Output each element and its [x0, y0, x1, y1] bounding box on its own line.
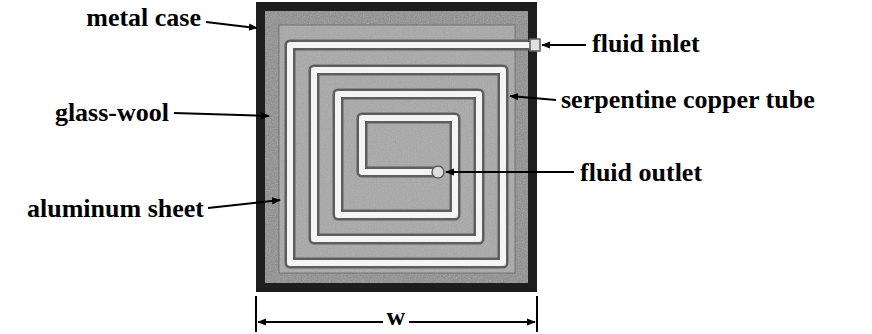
dimension-label: w: [383, 303, 410, 332]
leader-arrow: [510, 96, 556, 100]
leader-arrow: [206, 22, 257, 28]
copper-tube: [290, 45, 537, 263]
leader-arrow: [542, 44, 586, 46]
dimension-tick: [255, 296, 257, 332]
part-label: aluminum sheet: [27, 195, 204, 224]
leader-arrow: [446, 171, 574, 173]
inlet-port: [530, 39, 540, 51]
dimension-tick: [536, 296, 538, 332]
copper-tube-outline: [290, 45, 537, 263]
part-label: glass-wool: [55, 99, 169, 128]
part-label: fluid outlet: [580, 159, 702, 188]
outlet-port: [432, 166, 444, 178]
metal-case: [256, 2, 537, 292]
part-label: metal case: [86, 4, 201, 33]
leader-arrow: [174, 113, 269, 116]
part-label: serpentine copper tube: [561, 86, 815, 115]
leader-arrow: [208, 200, 280, 208]
part-label: fluid inlet: [592, 30, 700, 59]
